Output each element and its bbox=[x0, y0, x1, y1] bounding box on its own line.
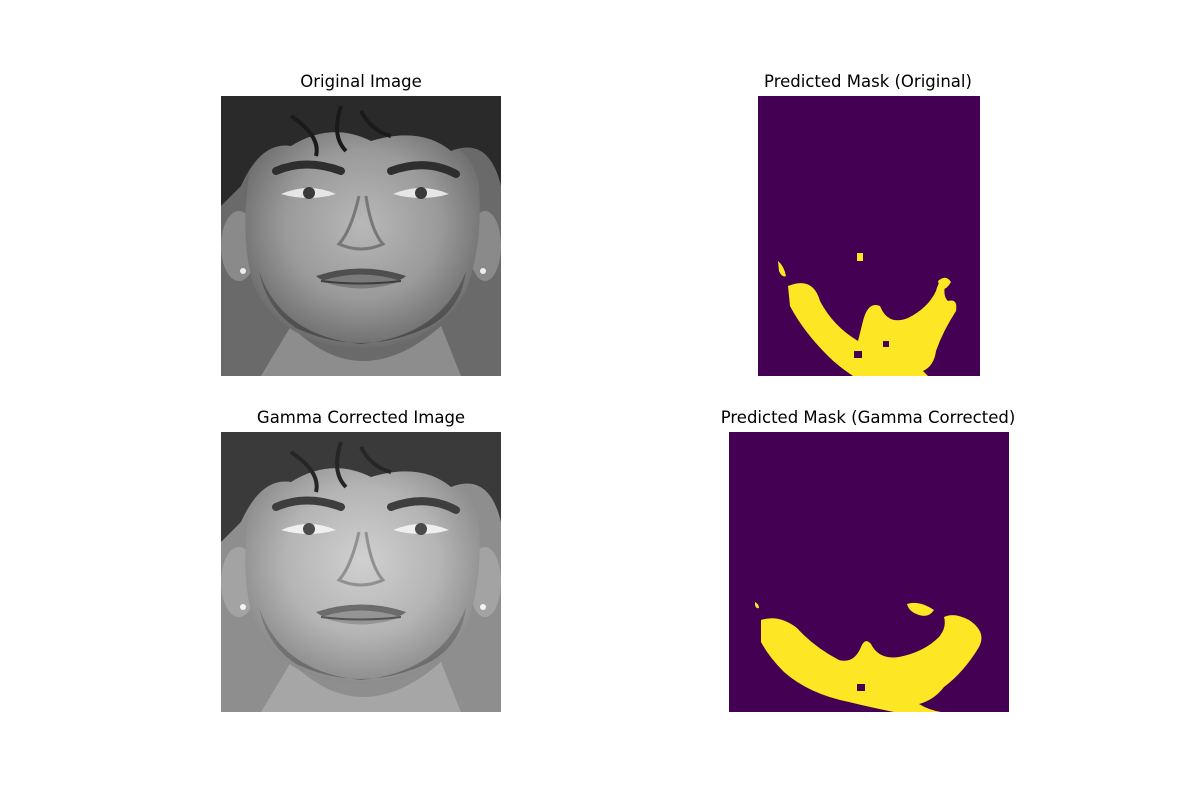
face bbox=[245, 124, 480, 348]
right-eyebrow bbox=[387, 497, 460, 514]
right-iris bbox=[415, 523, 427, 535]
title-original-image: Original Image bbox=[300, 72, 422, 91]
mask-holes bbox=[857, 684, 865, 691]
left-iris bbox=[303, 187, 315, 199]
original-face-svg bbox=[221, 96, 501, 376]
title-predicted-mask-gamma: Predicted Mask (Gamma Corrected) bbox=[720, 408, 1016, 427]
right-iris bbox=[415, 187, 427, 199]
lips bbox=[321, 610, 401, 625]
left-eyebrow bbox=[272, 496, 345, 511]
hair bbox=[221, 432, 501, 542]
neck bbox=[261, 662, 461, 712]
lip-line bbox=[320, 616, 402, 621]
lips bbox=[321, 274, 401, 289]
mask-original-image bbox=[758, 96, 980, 376]
mask-foreground bbox=[755, 602, 982, 712]
title-gamma-corrected-image: Gamma Corrected Image bbox=[256, 408, 466, 427]
mask-foreground bbox=[778, 253, 957, 376]
right-earring bbox=[480, 268, 486, 274]
face bbox=[245, 460, 480, 684]
hair-strands bbox=[289, 105, 392, 157]
mask-holes bbox=[854, 341, 889, 358]
neck bbox=[261, 326, 461, 376]
lip-line bbox=[320, 280, 402, 285]
left-iris bbox=[303, 523, 315, 535]
gamma-face-svg bbox=[221, 432, 501, 712]
right-eyebrow bbox=[387, 161, 460, 178]
left-eyebrow bbox=[272, 160, 345, 175]
title-predicted-mask-original: Predicted Mask (Original) bbox=[764, 72, 972, 91]
mask-gamma-svg bbox=[729, 432, 1009, 712]
mask-gamma-image bbox=[729, 432, 1009, 712]
mask-original-svg bbox=[758, 96, 980, 376]
gamma-corrected-face-image bbox=[221, 432, 501, 712]
hair-strands bbox=[289, 441, 392, 493]
right-earring bbox=[480, 604, 486, 610]
original-face-image bbox=[221, 96, 501, 376]
hair bbox=[221, 96, 501, 206]
nose bbox=[336, 531, 386, 587]
left-earring bbox=[240, 604, 246, 610]
nose bbox=[336, 195, 386, 251]
left-earring bbox=[240, 268, 246, 274]
